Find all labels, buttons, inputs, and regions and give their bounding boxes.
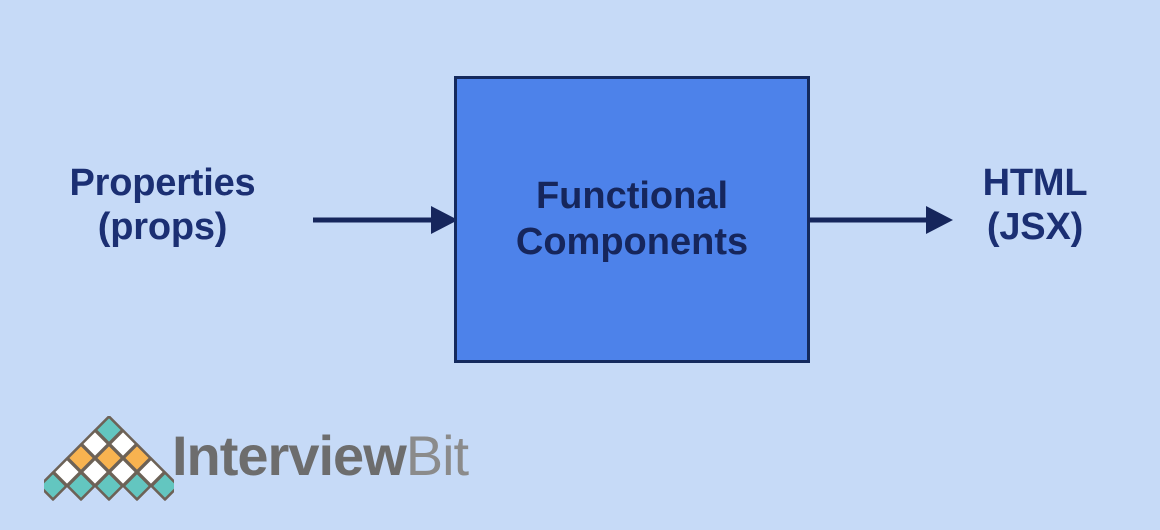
- interviewbit-diamond-pyramid-icon: [44, 416, 174, 508]
- output-label-line1: HTML: [982, 162, 1088, 204]
- functional-components-box: Functional Components: [454, 76, 810, 363]
- input-label-line2: (props): [97, 205, 228, 248]
- input-label: Properties (props): [30, 162, 295, 249]
- process-box-label-line2: Components: [515, 220, 749, 263]
- interviewbit-logo: InterviewBit: [44, 416, 474, 508]
- logo-word-bit: Bit: [405, 424, 469, 487]
- arrow-input-to-process-icon: [313, 205, 458, 235]
- logo-word-interview: Interview: [172, 424, 407, 487]
- arrow-process-to-output-icon: [808, 205, 953, 235]
- input-label-line1: Properties: [69, 162, 256, 204]
- process-box-label-line1: Functional: [535, 174, 729, 217]
- output-label-line2: (JSX): [986, 205, 1084, 248]
- interviewbit-wordmark: InterviewBit: [172, 428, 469, 484]
- output-label: HTML (JSX): [930, 162, 1140, 249]
- process-box-label: Functional Components: [516, 174, 748, 265]
